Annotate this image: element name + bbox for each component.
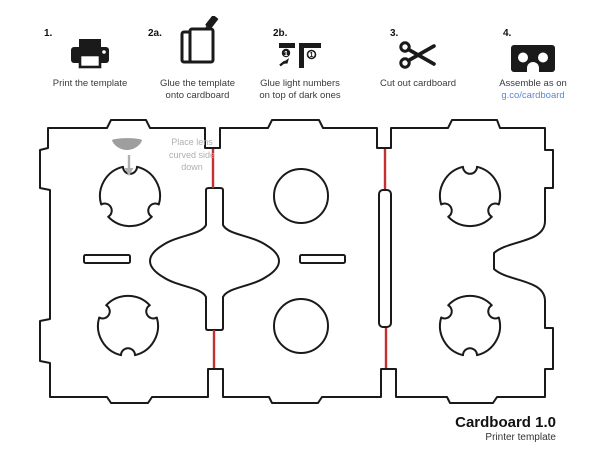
step-number: 4. xyxy=(503,28,512,39)
template-outline xyxy=(39,119,554,404)
lens-hole-left-bottom xyxy=(96,294,160,357)
tab-slot-left xyxy=(83,254,131,264)
step-caption-line1: Glue light numbers xyxy=(260,78,340,89)
eye-hole-bottom xyxy=(273,298,329,354)
step-number: 3. xyxy=(390,28,399,39)
divider-cutout xyxy=(149,187,280,331)
glue-numbers-icon: 1 1 xyxy=(277,40,323,77)
step-caption-line1: Glue the template xyxy=(160,78,235,89)
step-glue-numbers: 2b. 1 1 Glue light numbers on top of dar… xyxy=(248,0,352,112)
glue-template-icon xyxy=(174,15,222,73)
step-assemble: 4. Assemble as on g.co/cardboard xyxy=(485,0,581,112)
viewer-icon xyxy=(510,44,556,79)
lens-annotation-graphics xyxy=(112,138,142,176)
step-caption: Print the template xyxy=(52,78,128,89)
footer: Cardboard 1.0 Printer template xyxy=(455,414,556,444)
lens-hole-right-top xyxy=(438,165,502,228)
step-number: 2a. xyxy=(148,28,162,39)
template-title: Cardboard 1.0 xyxy=(455,414,556,431)
lens-note-line3: down xyxy=(181,162,203,172)
dark-number-badge: 1 xyxy=(284,49,288,58)
step-glue-template: 2a. Glue the template onto cardboard xyxy=(145,0,250,112)
lens-note-line2: curved side xyxy=(168,149,216,160)
down-arrow-head xyxy=(124,168,134,176)
step-cut: 3. Cut out cardboard xyxy=(372,0,464,112)
step-caption-line2: on top of dark ones xyxy=(259,89,341,101)
scissors-icon xyxy=(399,40,437,75)
step-caption: Cut out cardboard xyxy=(379,78,457,89)
lens-glyph xyxy=(112,138,142,150)
template-subtitle: Printer template xyxy=(485,432,556,443)
step-number: 1. xyxy=(44,28,53,39)
lens-hole-right-bottom xyxy=(438,294,502,357)
step-caption-line2: onto cardboard xyxy=(165,89,230,101)
printer-icon xyxy=(68,38,112,77)
step-number: 2b. xyxy=(273,28,288,39)
light-number-badge: 1 xyxy=(310,52,314,59)
step-print: 1. Print the template xyxy=(38,0,142,112)
step-caption: Assemble as on xyxy=(499,78,567,89)
lens-hole-left-top xyxy=(98,165,162,228)
tab-slot-middle xyxy=(299,254,346,264)
cardboard-link[interactable]: g.co/cardboard xyxy=(501,89,565,101)
lens-note-line1: Place lens xyxy=(171,137,213,147)
eye-hole-top xyxy=(273,168,329,224)
fold-slot-right xyxy=(378,189,392,328)
fold-lines xyxy=(211,149,388,368)
